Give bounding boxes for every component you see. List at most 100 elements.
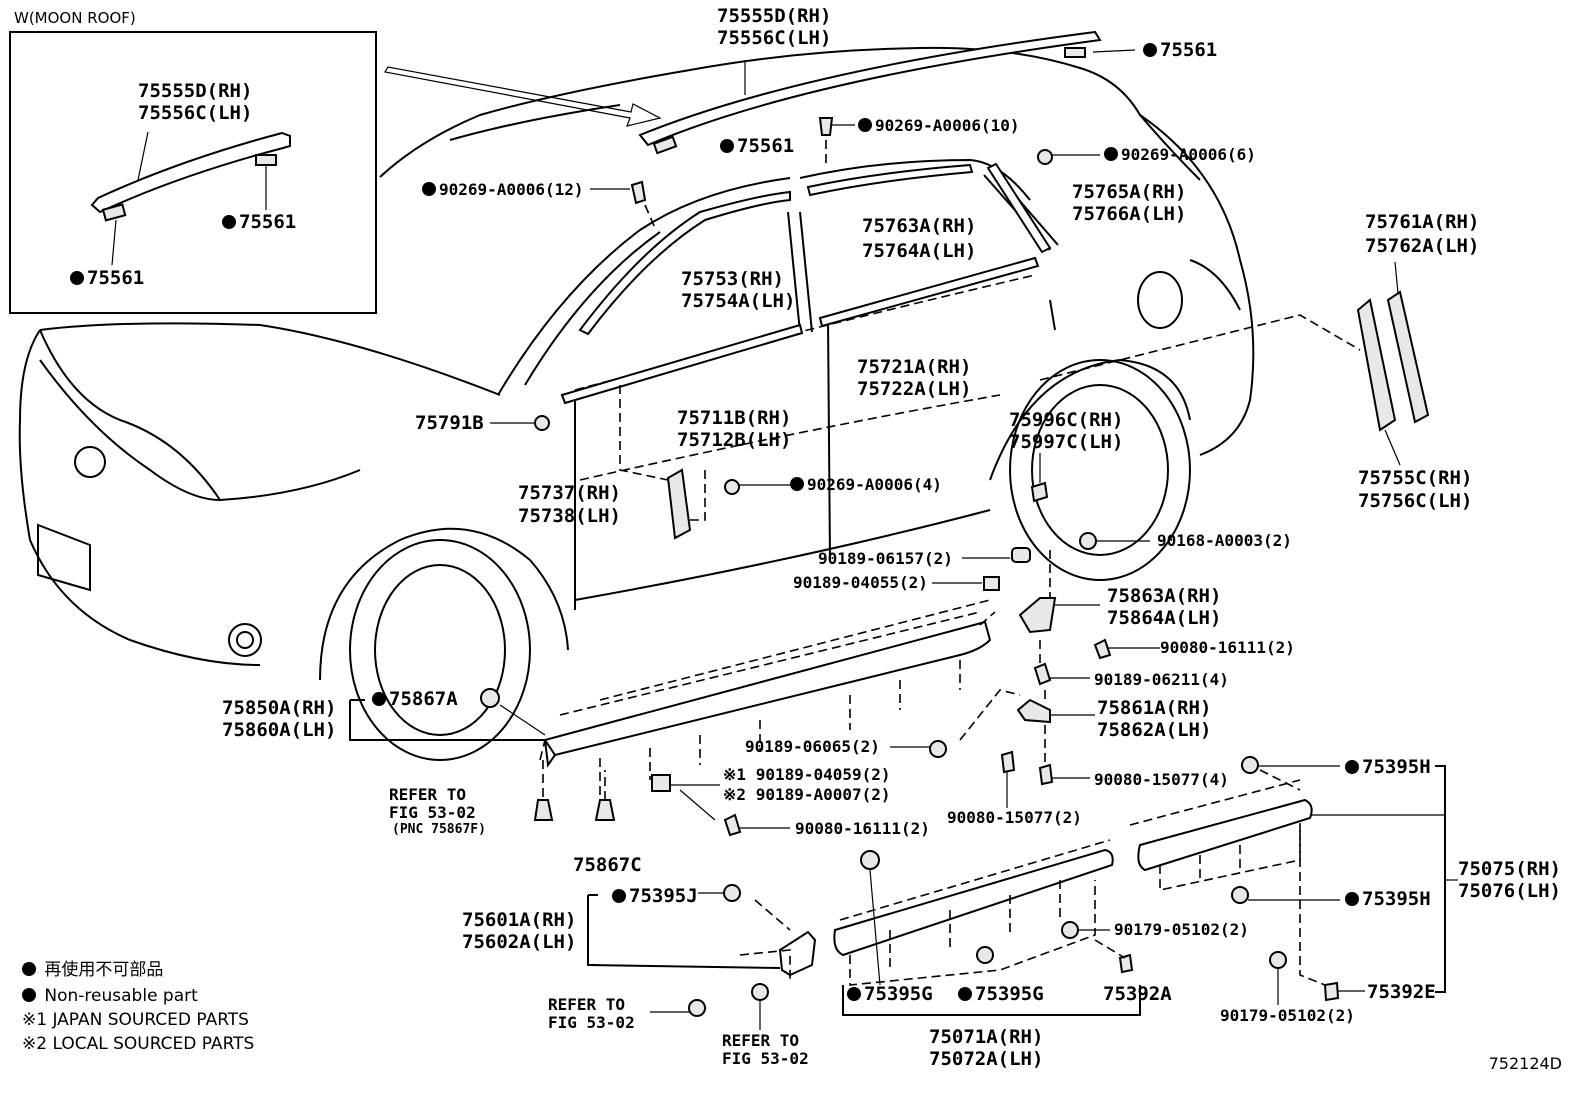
label-screw-15077-right: 90080-15077(4) <box>1094 770 1229 789</box>
label-clip-75395h-mid: 75395H <box>1345 888 1431 911</box>
legend-line-1: 再使用不可部品 <box>22 958 163 982</box>
diagram-code: 752124D <box>1488 1054 1562 1073</box>
label-clip-75395g-2: 75395G <box>958 983 1044 1006</box>
non-reusable-dot-icon <box>1104 147 1118 161</box>
non-reusable-dot-icon <box>22 962 36 976</box>
label-garnish-rh: 75996C(RH) <box>1009 409 1124 431</box>
label-upper-rear-lh: 75764A(LH) <box>862 240 977 262</box>
non-reusable-dot-icon <box>847 987 861 1001</box>
inset-clip-label-2: 75561 <box>70 267 144 290</box>
label-refer-to-2: REFER TO <box>548 995 626 1014</box>
label-refer-to-3: REFER TO <box>722 1031 800 1050</box>
non-reusable-dot-icon <box>1143 43 1157 57</box>
non-reusable-dot-icon <box>1345 760 1359 774</box>
non-reusable-dot-icon <box>790 477 804 491</box>
label-rear-moulding-lh: 75766A(LH) <box>1072 203 1187 225</box>
fender-moulding <box>778 930 817 977</box>
label-screw-12: 90269-A0006(12) <box>422 180 584 200</box>
label-rocker-rh: 75850A(RH) <box>222 697 337 719</box>
non-reusable-dot-icon <box>372 692 386 706</box>
label-belt-rear-rh: 75721A(RH) <box>857 356 972 378</box>
label-clip-75395h-top: 75395H <box>1345 756 1431 779</box>
label-bracket2-lh: 75862A(LH) <box>1097 719 1212 741</box>
label-fig-53-02-3: FIG 53-02 <box>722 1049 809 1068</box>
non-reusable-dot-icon <box>1345 892 1359 906</box>
belt-rear-moulding <box>818 256 1040 328</box>
roof-rail-moulding <box>638 30 1102 147</box>
label-pillar-cover-rh: 75755C(RH) <box>1358 467 1473 489</box>
label-pillar-cover-lh: 75756C(LH) <box>1358 490 1473 512</box>
moon-roof-inset-frame <box>9 31 377 314</box>
label-clip-75867a: 75867A <box>372 688 458 711</box>
label-rear-moulding-rh: 75765A(RH) <box>1072 181 1187 203</box>
non-reusable-dot-icon <box>222 215 236 229</box>
label-belt-front-rh: 75711B(RH) <box>677 407 792 429</box>
inset-rail-label-rh: 75555D(RH) <box>138 80 253 102</box>
upper-rear-door-moulding <box>806 163 974 197</box>
label-garnish-lh: 75997C(LH) <box>1009 431 1124 453</box>
label-screw-15077-center: 90080-15077(2) <box>947 808 1082 827</box>
non-reusable-dot-icon <box>858 118 872 132</box>
label-rocker-lh: 75860A(LH) <box>222 719 337 741</box>
label-nut-05102-bottom: 90179-05102(2) <box>1220 1006 1355 1025</box>
label-clip-75395g-1: 75395G <box>847 983 933 1006</box>
non-reusable-dot-icon <box>22 988 36 1002</box>
label-pillar-lh: 75762A(LH) <box>1365 235 1480 257</box>
inset-title: W(MOON ROOF) <box>14 9 136 27</box>
label-clip-90168: 90168-A0003(2) <box>1157 531 1292 550</box>
label-center-pillar-rh: 75737(RH) <box>518 482 621 504</box>
label-bracket-lh: 75864A(LH) <box>1107 607 1222 629</box>
label-clip-06065: 90189-06065(2) <box>745 737 880 756</box>
label-front-door-mold-lh: 75072A(LH) <box>929 1048 1044 1070</box>
inset-clip-label-1: 75561 <box>222 211 296 234</box>
label-pillar-rh: 75761A(RH) <box>1365 211 1480 233</box>
rear-pillar-moulding <box>986 162 1052 254</box>
label-belt-rear-lh: 75722A(LH) <box>857 378 972 400</box>
belt-front-moulding <box>560 323 804 405</box>
non-reusable-dot-icon <box>720 139 734 153</box>
label-front-door-mold-rh: 75071A(RH) <box>929 1026 1044 1048</box>
label-clip-75867c: 75867C <box>573 854 642 876</box>
front-door-moulding <box>833 848 1114 957</box>
label-note2-part: ※2 90189-A0007(2) <box>723 785 891 804</box>
label-bracket2-rh: 75861A(RH) <box>1097 697 1212 719</box>
label-rear-door-mold-lh: 75076(LH) <box>1458 880 1561 902</box>
label-rail-rh: 75555D(RH) <box>717 5 832 27</box>
label-screw-4: 90269-A0006(4) <box>790 475 942 495</box>
rear-garnish <box>1030 481 1049 503</box>
label-clip-90189-06157: 90189-06157(2) <box>818 549 953 568</box>
label-screw-16111-upper: 90080-16111(2) <box>1160 638 1295 657</box>
label-screw-16111-lower: 90080-16111(2) <box>795 819 930 838</box>
label-screw-10: 90269-A0006(10) <box>858 116 1020 136</box>
label-note1-part: ※1 90189-04059(2) <box>723 765 891 784</box>
upper-front-door-moulding <box>578 190 791 336</box>
inset-rail-label-lh: 75556C(LH) <box>138 102 253 124</box>
non-reusable-dot-icon <box>422 182 436 196</box>
non-reusable-dot-icon <box>70 271 84 285</box>
label-fender-mold-lh: 75602A(LH) <box>462 931 577 953</box>
rear-door-moulding <box>1137 798 1313 872</box>
label-clip-75392e: 75392E <box>1367 981 1436 1003</box>
label-belt-front-lh: 75712B(LH) <box>677 429 792 451</box>
pillar-cover-2 <box>1386 290 1430 424</box>
legend-line-3: ※1 JAPAN SOURCED PARTS <box>22 1010 249 1030</box>
label-rail-lh: 75556C(LH) <box>717 27 832 49</box>
label-clip-75392a: 75392A <box>1103 983 1172 1005</box>
label-fig-53-02-1: FIG 53-02 <box>389 803 476 822</box>
label-bracket-rh: 75863A(RH) <box>1107 585 1222 607</box>
label-clip-06211: 90189-06211(4) <box>1094 670 1229 689</box>
label-center-pillar-lh: 75738(LH) <box>518 505 621 527</box>
legend-line-2: Non-reusable part <box>22 984 198 1008</box>
label-rear-door-mold-rh: 75075(RH) <box>1458 858 1561 880</box>
label-clip-75561-mid: 75561 <box>720 135 794 158</box>
label-nut-05102-mid: 90179-05102(2) <box>1114 920 1249 939</box>
inset-roof-rail <box>90 131 291 214</box>
label-screw-6: 90269-A0006(6) <box>1104 145 1256 165</box>
label-clip-90189-04055: 90189-04055(2) <box>793 573 928 592</box>
legend-line-4: ※2 LOCAL SOURCED PARTS <box>22 1034 255 1054</box>
label-upper-rear-rh: 75763A(RH) <box>862 215 977 237</box>
non-reusable-dot-icon <box>958 987 972 1001</box>
pillar-cover-1 <box>1356 298 1397 432</box>
label-fender-mold-rh: 75601A(RH) <box>462 909 577 931</box>
